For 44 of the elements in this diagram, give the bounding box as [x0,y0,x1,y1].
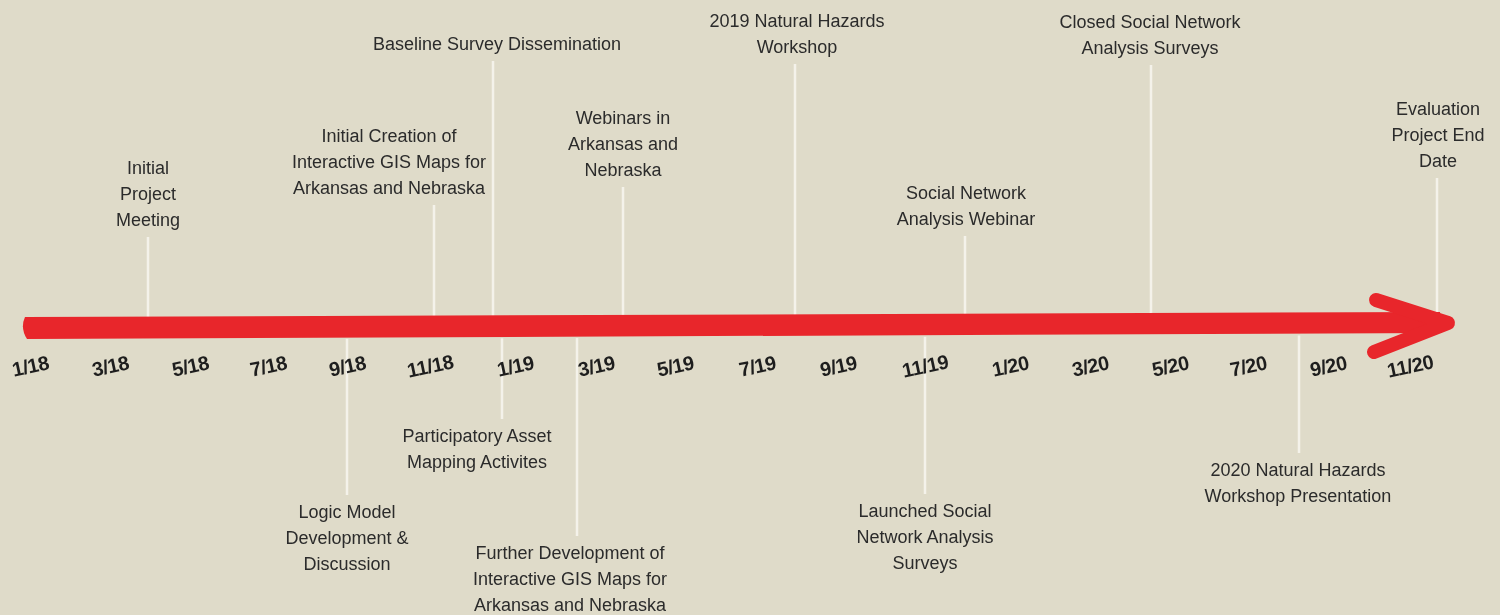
event-label: Initial Creation of Interactive GIS Maps for Arkansas and Nebraska [289,123,489,201]
date-label: 1/20 [989,351,1031,382]
leader-line [1149,65,1153,314]
date-label: 7/20 [1227,351,1269,382]
date-label: 11/20 [1385,350,1436,383]
event-label: Launched Social Network Analysis Surveys [835,498,1015,576]
event-label: Logic Model Development & Discussion [277,499,417,577]
event-label: Evaluation Project End Date [1390,96,1486,174]
date-label: 11/18 [405,350,456,383]
leader-line [1297,335,1301,453]
leader-line [963,236,967,315]
date-label: 5/18 [169,351,211,382]
leader-line [491,61,495,317]
event-label: Baseline Survey Dissemination [347,31,647,57]
event-label: Further Development of Interactive GIS Maps for Arkansas and Nebraska [450,540,690,615]
leader-line [500,338,504,419]
date-label: 3/18 [89,351,131,382]
leader-line [575,338,579,536]
event-label: 2019 Natural Hazards Workshop [697,8,897,60]
date-label: 5/19 [654,351,696,382]
date-label: 5/20 [1149,351,1191,382]
leader-line [621,187,625,316]
date-label: 7/18 [247,351,289,382]
event-label: Webinars in Arkansas and Nebraska [548,105,698,183]
date-label: 1/19 [494,351,536,382]
date-label: 9/20 [1307,351,1349,382]
date-label: 7/19 [736,351,778,382]
event-label: Initial Project Meeting [100,155,196,233]
date-label: 1/18 [9,351,51,382]
date-label: 9/18 [326,351,368,382]
event-label: Social Network Analysis Webinar [881,180,1051,232]
event-label: 2020 Natural Hazards Workshop Presentation [1198,457,1398,509]
event-label: Participatory Asset Mapping Activites [377,423,577,475]
date-label: 3/20 [1069,351,1111,382]
event-label: Closed Social Network Analysis Surveys [1040,9,1260,61]
leader-line [923,336,927,494]
date-label: 3/19 [575,351,617,382]
date-label: 9/19 [817,351,859,382]
leader-line [432,205,436,317]
leader-line [345,338,349,495]
leader-line [1435,178,1439,313]
leader-line [146,237,150,318]
date-label: 11/19 [900,350,951,383]
leader-line [793,64,797,316]
